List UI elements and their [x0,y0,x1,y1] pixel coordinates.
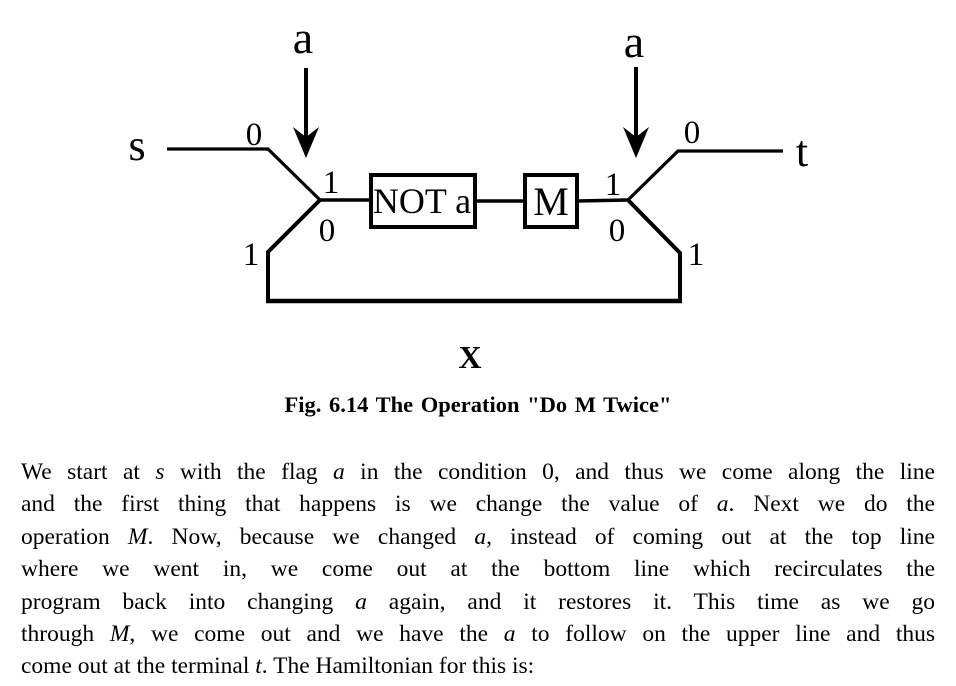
paragraph-line: and the first thing that happens is we c… [21,491,935,518]
bit-left-top: 0 [246,117,263,153]
figure-caption: Fig. 6.14 The Operation "Do M Twice" [284,392,672,417]
terminal-t-label: t [796,127,808,176]
paragraph-line: We start at s with the flag a in the con… [21,459,935,485]
m-box [523,173,579,229]
bit-right-in: 1 [605,167,622,203]
bit-left-in: 1 [323,165,340,201]
s-input-wire [167,147,322,202]
m-to-junction-wire [576,198,629,203]
t-output-wire [626,149,783,202]
bit-right-top: 0 [684,115,701,151]
bit-right-out: 0 [609,213,626,249]
flag-a-left-label: a [293,12,313,63]
arrowhead-icon [623,127,649,158]
figure-diagram: s t a a 0 1 0 1 1 0 0 1 NOT a M X [128,12,808,375]
bit-right-bottom: 1 [688,237,705,273]
right-recirculation-wire [626,198,682,301]
x-label: X [458,339,481,375]
paragraph-line: program back into changing a again, and … [21,588,935,615]
m-box-label: M [533,179,569,224]
body-paragraph: We start at s with the flag a in the con… [21,456,935,683]
left-recirculation-wire [266,198,322,301]
flag-arrow-left [293,68,319,158]
paragraph-line: operation M. Now, because we changed a, … [21,523,935,550]
paragraph-line: where we went in, we come out at the bot… [21,556,935,583]
terminal-s-label: s [128,121,145,170]
bit-left-bottom: 1 [243,237,260,273]
paragraph-line: through M, we come out and we have the a… [21,621,935,648]
not-a-box [369,173,477,229]
paragraph-line: come out at the terminal t. The Hamilton… [21,653,535,680]
flag-arrow-right [623,67,649,158]
flag-a-right-label: a [624,16,644,67]
not-a-box-label: NOT a [373,181,471,221]
arrowhead-icon [293,127,319,158]
bit-left-out: 0 [319,213,336,249]
